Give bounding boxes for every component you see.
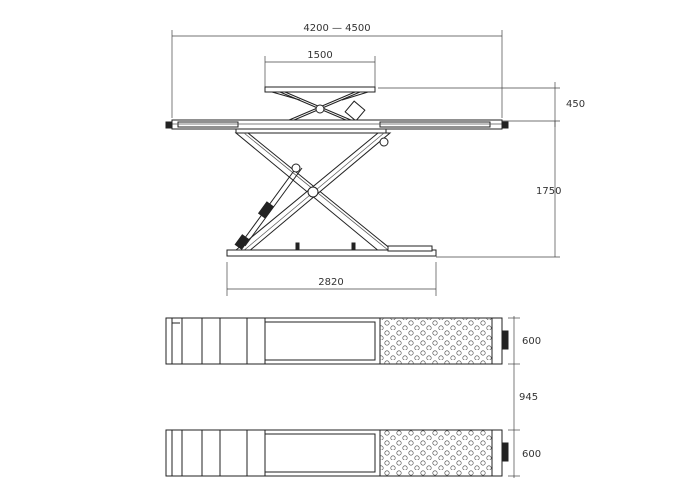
- lift-height-label: 1750: [536, 186, 561, 197]
- side-elevation-view: 4200 — 4500 1500 450 1750 2820: [165, 23, 585, 296]
- overall-length-label: 4200 — 4500: [303, 23, 370, 34]
- plan-view-runway-2: [165, 429, 509, 477]
- main-scissor-mechanism: [234, 132, 394, 253]
- overall-length-dimension: 4200 — 4500: [171, 23, 503, 118]
- runway-width-top-label: 600: [522, 336, 541, 347]
- main-runway: [165, 119, 509, 134]
- plan-view-runway-1: [165, 317, 509, 365]
- base-length-label: 2820: [318, 277, 343, 288]
- top-platform-width-dimension: 1500: [264, 50, 376, 88]
- base-frame: [226, 242, 437, 257]
- top-platform-height-label: 450: [566, 99, 585, 110]
- plan-width-dimensions: 600 945 600: [508, 316, 541, 478]
- runway-gap-label: 945: [519, 392, 538, 403]
- base-length-dimension: 2820: [226, 262, 437, 296]
- lift-height-dimension: 1750: [436, 121, 561, 258]
- top-platform-width-label: 1500: [307, 50, 332, 61]
- runway-width-bottom-label: 600: [522, 449, 541, 460]
